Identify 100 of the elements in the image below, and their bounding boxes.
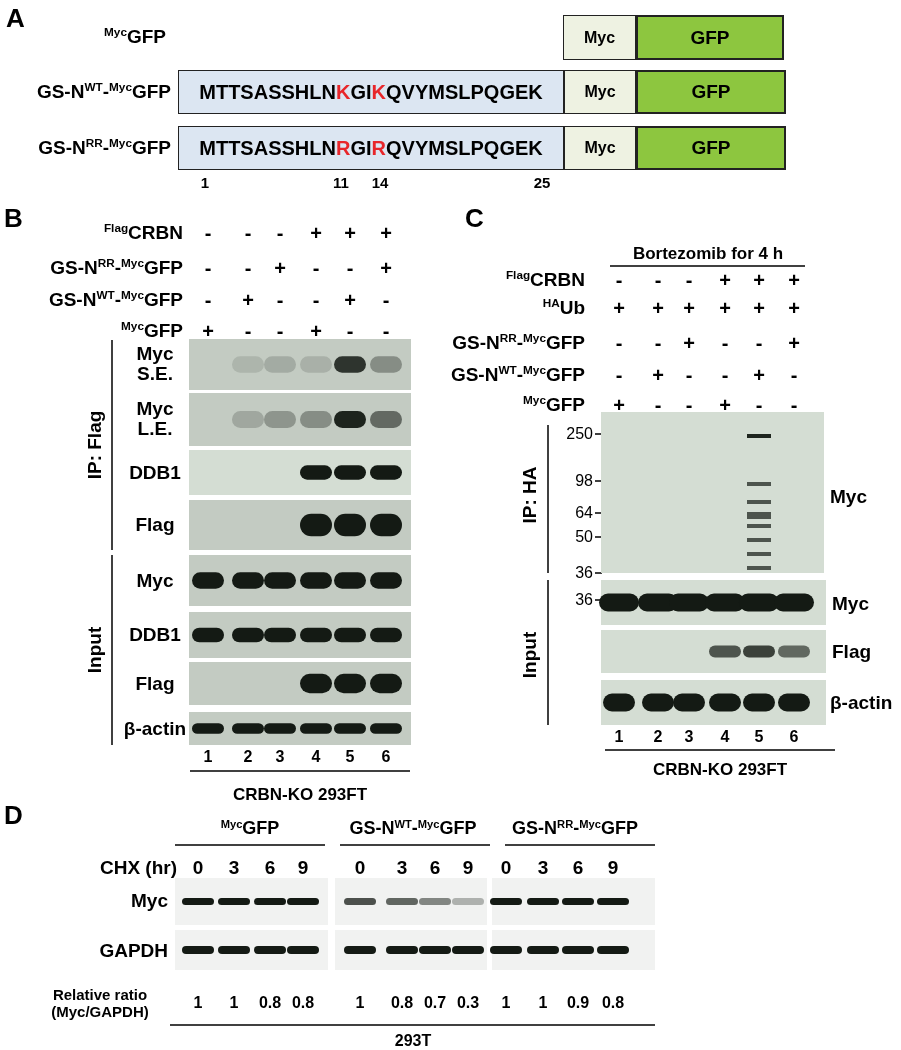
lane-number: 1 — [203, 748, 213, 766]
group-header: GS-N$^{RR}$-$^{Myc}$GFP — [512, 819, 638, 839]
blot-label: DDB1 — [128, 462, 182, 483]
condition-sign: - — [721, 332, 729, 354]
condition-sign: - — [312, 257, 320, 279]
condition-sign: - — [755, 394, 763, 416]
domain-box: GFP — [636, 126, 786, 170]
condition-name: GS-N$^{RR}$-$^{Myc}$GFP — [452, 332, 585, 354]
condition-name: $^{Myc}$GFP — [523, 394, 585, 416]
condition-sign: - — [312, 289, 320, 311]
blot-label: GAPDH — [99, 940, 168, 962]
blot-label: Myc — [136, 570, 174, 591]
blot-label: Myc L.E. — [135, 398, 175, 441]
ratio-value: 0.3 — [456, 994, 480, 1012]
condition-name: GS-N$^{WT}$-$^{Myc}$GFP — [450, 364, 585, 386]
sequence-box: MTTSASSHLNRGIRQVYMSLPQGEK — [178, 126, 564, 170]
blot-label: Myc S.E. — [135, 343, 175, 386]
condition-sign: - — [615, 364, 623, 386]
time-point: 6 — [572, 857, 584, 879]
condition-sign: + — [310, 320, 322, 342]
cell-line-label: 293T — [394, 1032, 432, 1050]
condition-sign: + — [719, 269, 731, 291]
construct-name: GS-N$^{WT}$-$^{Myc}$GFP — [36, 81, 171, 103]
condition-name: $^{Flag}$CRBN — [505, 269, 585, 291]
condition-sign: - — [244, 222, 252, 244]
sequence-box: MTTSASSHLNKGIKQVYMSLPQGEK — [178, 70, 564, 114]
condition-sign: + — [683, 297, 695, 319]
condition-sign: + — [719, 297, 731, 319]
condition-name: $^{HA}$Ub — [542, 297, 585, 319]
group-label: IP: Flag — [84, 410, 106, 480]
condition-sign: - — [382, 289, 390, 311]
lane-number: 5 — [754, 728, 764, 746]
ratio-value: 0.9 — [566, 994, 590, 1012]
condition-sign: + — [652, 364, 664, 386]
lane-number: 4 — [720, 728, 730, 746]
panel-letter: C — [465, 203, 484, 233]
blot-label: DDB1 — [129, 624, 181, 646]
ratio-value: 1 — [193, 994, 203, 1012]
condition-sign: + — [202, 320, 214, 342]
group-header: $^{Myc}$GFP — [220, 819, 280, 839]
condition-sign: + — [380, 257, 392, 279]
condition-sign: + — [242, 289, 254, 311]
condition-sign: + — [274, 257, 286, 279]
condition-sign: - — [685, 269, 693, 291]
condition-sign: + — [613, 297, 625, 319]
group-label: Input — [84, 626, 106, 674]
condition-sign: - — [615, 269, 623, 291]
ratio-value: 0.8 — [601, 994, 625, 1012]
blot-label: Flag — [135, 673, 175, 694]
lane-number: 1 — [614, 728, 624, 746]
tag-box: Myc — [564, 126, 636, 170]
condition-sign: + — [788, 332, 800, 354]
condition-sign: - — [276, 289, 284, 311]
condition-sign: + — [310, 222, 322, 244]
condition-sign: - — [685, 394, 693, 416]
blot-label: Myc — [131, 890, 168, 912]
ratio-value: 0.8 — [258, 994, 282, 1012]
condition-sign: - — [244, 257, 252, 279]
ratio-value: 1 — [538, 994, 548, 1012]
group-label: IP: HA — [519, 466, 541, 524]
panel-letter: D — [4, 800, 23, 830]
mw-marker: 98 — [575, 472, 593, 490]
condition-sign: - — [204, 257, 212, 279]
condition-sign: - — [204, 222, 212, 244]
condition-sign: - — [346, 320, 354, 342]
panel-letter: B — [4, 203, 23, 233]
condition-name: GS-N$^{WT}$-$^{Myc}$GFP — [48, 289, 183, 311]
condition-sign: + — [613, 394, 625, 416]
condition-sign: - — [276, 222, 284, 244]
lane-number: 6 — [789, 728, 799, 746]
condition-sign: - — [615, 332, 623, 354]
ratio-value: 0.7 — [423, 994, 447, 1012]
domain-box: GFP — [636, 15, 784, 60]
condition-name: $^{Flag}$CRBN — [103, 222, 183, 244]
ratio-value: 1 — [355, 994, 365, 1012]
condition-sign: - — [654, 269, 662, 291]
condition-sign: - — [721, 364, 729, 386]
panel-letter: A — [6, 3, 25, 33]
condition-sign: - — [790, 394, 798, 416]
time-point: 9 — [297, 857, 309, 879]
condition-sign: + — [683, 332, 695, 354]
condition-sign: - — [755, 332, 763, 354]
condition-name: GS-N$^{RR}$-$^{Myc}$GFP — [50, 257, 183, 279]
time-point: 9 — [607, 857, 619, 879]
blot-label: Flag — [134, 514, 176, 536]
construct-name: GS-N$^{RR}$-$^{Myc}$GFP — [38, 137, 171, 159]
residue-number: 14 — [371, 174, 389, 192]
group-header: GS-N$^{WT}$-$^{Myc}$GFP — [349, 819, 477, 839]
mw-marker: 64 — [575, 504, 593, 522]
lane-number: 4 — [311, 748, 321, 766]
blot-label: β-actin — [123, 718, 187, 739]
lane-number: 6 — [381, 748, 391, 766]
mw-marker: 50 — [575, 528, 593, 546]
condition-sign: + — [380, 222, 392, 244]
condition-sign: + — [788, 297, 800, 319]
cell-line-label: CRBN-KO 293FT — [652, 760, 788, 780]
tag-box: Myc — [564, 70, 636, 114]
ratio-value: 1 — [229, 994, 239, 1012]
condition-sign: + — [753, 297, 765, 319]
domain-box: GFP — [636, 70, 786, 114]
